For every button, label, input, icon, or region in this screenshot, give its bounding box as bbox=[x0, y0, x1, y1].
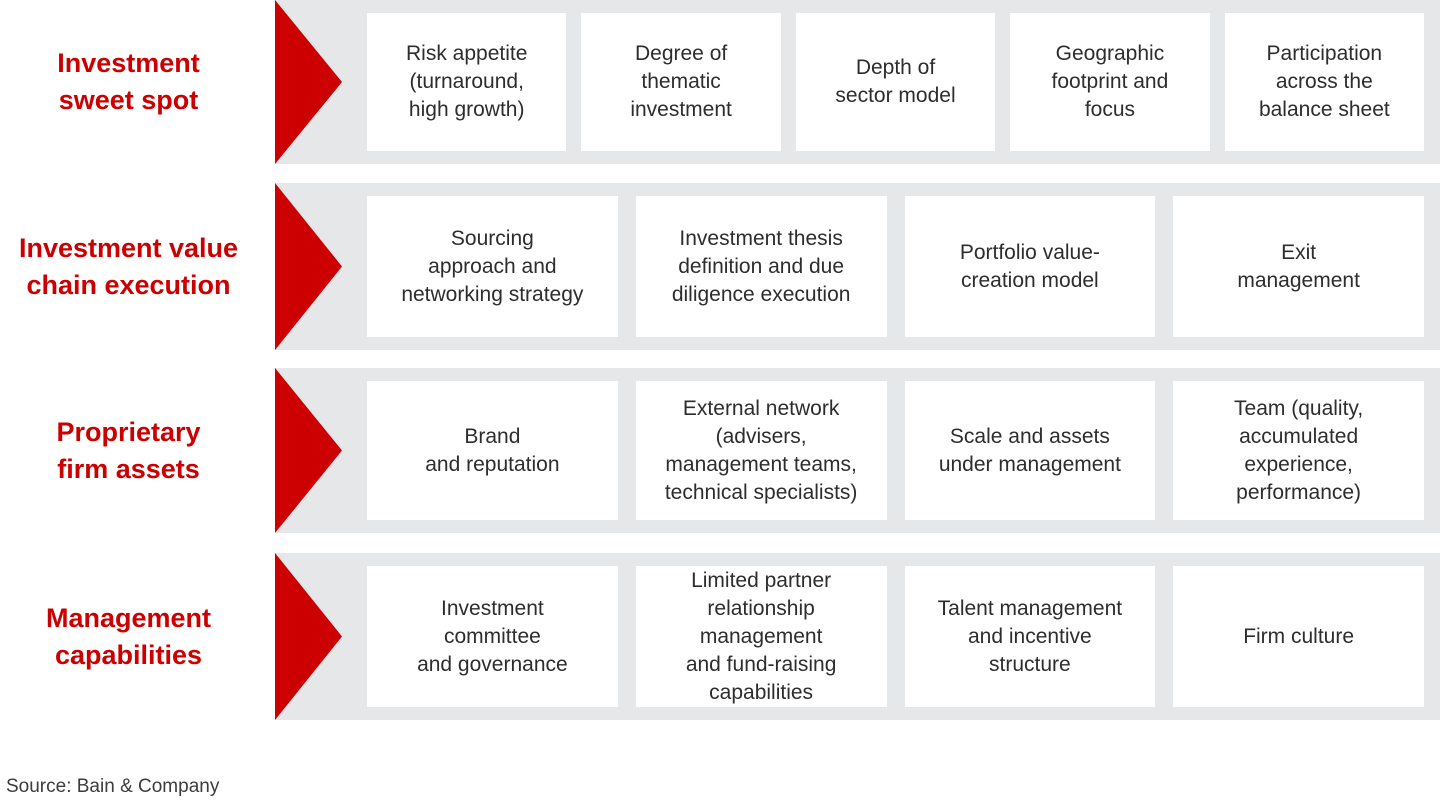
capability-box: Depth of sector model bbox=[795, 13, 996, 151]
box-group: Brand and reputation External network (a… bbox=[275, 368, 1440, 533]
capability-box: External network (advisers, management t… bbox=[635, 381, 887, 520]
capability-box: Portfolio value- creation model bbox=[904, 196, 1156, 337]
capability-box: Participation across the balance sheet bbox=[1224, 13, 1425, 151]
row-label-column: Investment value chain execution bbox=[0, 183, 275, 350]
row-band: Risk appetite (turnaround, high growth) … bbox=[275, 0, 1440, 164]
row-band: Investment committee and governance Limi… bbox=[275, 553, 1440, 720]
row-investment-sweet-spot: Investment sweet spot Risk appetite (tur… bbox=[0, 0, 1440, 164]
capability-box: Sourcing approach and networking strateg… bbox=[367, 196, 618, 337]
capability-box: Limited partner relationship management … bbox=[635, 566, 887, 707]
capability-box: Geographic footprint and focus bbox=[1010, 13, 1210, 151]
row-investment-value-chain-execution: Investment value chain execution Sourcin… bbox=[0, 183, 1440, 350]
row-label-column: Management capabilities bbox=[0, 553, 275, 720]
row-label-column: Investment sweet spot bbox=[0, 0, 275, 164]
capability-box: Investment committee and governance bbox=[367, 566, 618, 707]
row-proprietary-firm-assets: Proprietary firm assets Brand and reputa… bbox=[0, 368, 1440, 533]
capability-box: Degree of thematic investment bbox=[581, 13, 781, 151]
row-label-column: Proprietary firm assets bbox=[0, 368, 275, 533]
capability-box: Exit management bbox=[1173, 196, 1424, 337]
box-group: Sourcing approach and networking strateg… bbox=[275, 183, 1440, 350]
box-group: Risk appetite (turnaround, high growth) … bbox=[275, 0, 1440, 164]
row-label: Investment sweet spot bbox=[57, 48, 200, 115]
capability-box: Firm culture bbox=[1173, 566, 1424, 707]
row-band: Brand and reputation External network (a… bbox=[275, 368, 1440, 533]
row-band: Sourcing approach and networking strateg… bbox=[275, 183, 1440, 350]
source-attribution: Source: Bain & Company bbox=[6, 776, 220, 797]
capability-box: Scale and assets under management bbox=[904, 381, 1156, 520]
row-management-capabilities: Management capabilities Investment commi… bbox=[0, 553, 1440, 720]
capability-box: Risk appetite (turnaround, high growth) bbox=[367, 13, 567, 151]
row-label: Management capabilities bbox=[45, 602, 212, 670]
capability-box: Talent management and incentive structur… bbox=[904, 566, 1156, 707]
row-label: Investment value chain execution bbox=[18, 232, 239, 300]
capability-box: Team (quality, accumulated experience, p… bbox=[1173, 381, 1424, 520]
row-label: Proprietary firm assets bbox=[56, 416, 201, 484]
box-group: Investment committee and governance Limi… bbox=[275, 553, 1440, 720]
capability-box: Investment thesis definition and due dil… bbox=[635, 196, 887, 337]
capability-box: Brand and reputation bbox=[367, 381, 618, 520]
